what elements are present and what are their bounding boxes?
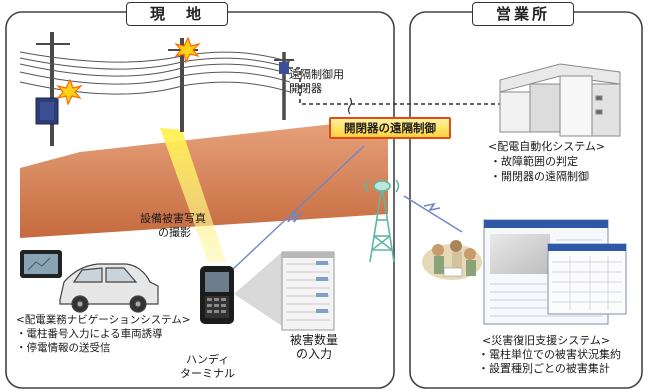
remote-switch-label-line1: 遠隔制御用	[289, 68, 344, 81]
photo-label-line1: 設備被害写真	[140, 212, 206, 225]
terminal-label-line2: ターミナル	[180, 367, 235, 380]
car-navigation-icon	[20, 250, 62, 278]
remote-switch-label-line2: 開閉器	[289, 82, 322, 95]
control-line	[289, 67, 520, 105]
office-panel-title: 営業所	[472, 2, 574, 26]
line-break-mark	[347, 97, 353, 115]
damage-input-screen	[281, 251, 335, 331]
automation-system-item: ・故障範囲の判定	[490, 155, 578, 168]
car-icon	[59, 263, 159, 313]
field-panel-title: 現 地	[126, 2, 228, 26]
switch-box-icon	[279, 62, 289, 74]
automation-system-item: ・開閉器の遠隔制御	[490, 170, 589, 183]
terminal-label-line1: ハンディ	[186, 353, 230, 366]
disaster-system-item: ・設置種別ごとの被害集計	[478, 362, 610, 375]
monitor-icon	[483, 219, 627, 325]
photo-label-line2: の撮影	[158, 226, 191, 239]
server-rack-icon	[499, 63, 621, 137]
power-lines	[19, 51, 291, 95]
navigation-system-item: ・電柱番号入力による車両誘導	[16, 328, 163, 340]
radio-tower-icon	[364, 179, 400, 263]
navigation-system-title: <配電業務ナビゲーションシステム>	[16, 314, 191, 326]
radio-wave-icon	[231, 145, 463, 271]
handy-terminal-icon	[200, 266, 234, 324]
road	[20, 118, 388, 238]
camera-beam	[160, 128, 226, 262]
automation-system-title: <配電自動化システム>	[488, 140, 606, 153]
damage-input-label-line2: の入力	[296, 347, 333, 361]
navigation-system-item: ・停電情報の送受信	[16, 342, 111, 354]
remote-control-label: 開閉器の遠隔制御	[329, 117, 451, 139]
office-panel-frame	[409, 11, 643, 389]
terminal-beam	[234, 252, 282, 326]
disaster-system-title: <災害復旧支援システム>	[482, 334, 611, 347]
workers-icon	[422, 240, 482, 280]
transformer-icon	[35, 97, 59, 125]
damage-input-label-line1: 被害数量	[290, 333, 339, 347]
disaster-system-item: ・電柱単位での被害状況集約	[478, 348, 621, 361]
spark-icon	[56, 36, 201, 106]
